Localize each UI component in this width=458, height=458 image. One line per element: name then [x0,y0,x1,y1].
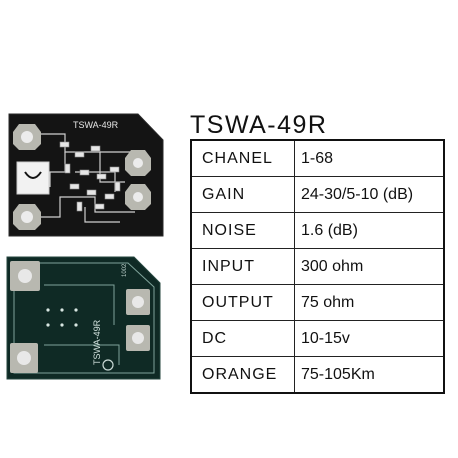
spec-table: CHANEL 1-68 GAIN 24-30/5-10 (dB) NOISE 1… [190,139,445,394]
table-row: OUTPUT 75 ohm [190,284,445,321]
pcb-bottom-photo: TSWA-49R 1002 [6,256,161,380]
table-row: NOISE 1.6 (dB) [190,212,445,249]
pcb-top-pads [13,124,151,230]
spec-value: 10-15v [294,320,445,357]
spec-key: NOISE [190,212,295,249]
pcb-bottom-pads [10,261,150,373]
model-title: TSWA-49R [190,111,328,139]
spec-value: 300 ohm [294,248,445,285]
spec-value: 75-105Km [294,356,445,394]
pcb-top-photo: TSWA-49R [8,113,164,237]
spec-key: ORANGE [190,356,295,394]
spec-value: 24-30/5-10 (dB) [294,176,445,213]
pcb-bottom-label: TSWA-49R [92,319,102,365]
spec-key: OUTPUT [190,284,295,321]
spec-key: INPUT [190,248,295,285]
spec-key: CHANEL [190,139,295,177]
table-row: ORANGE 75-105Km [190,356,445,394]
spec-value: 1.6 (dB) [294,212,445,249]
spec-key: DC [190,320,295,357]
table-row: GAIN 24-30/5-10 (dB) [190,176,445,213]
table-row: INPUT 300 ohm [190,248,445,285]
spec-value: 1-68 [294,139,445,177]
table-row: DC 10-15v [190,320,445,357]
pcb-bottom-code: 1002 [122,263,128,277]
table-row: CHANEL 1-68 [190,139,445,177]
spec-value: 75 ohm [294,284,445,321]
pcb-top-label: TSWA-49R [73,120,119,130]
spec-key: GAIN [190,176,295,213]
